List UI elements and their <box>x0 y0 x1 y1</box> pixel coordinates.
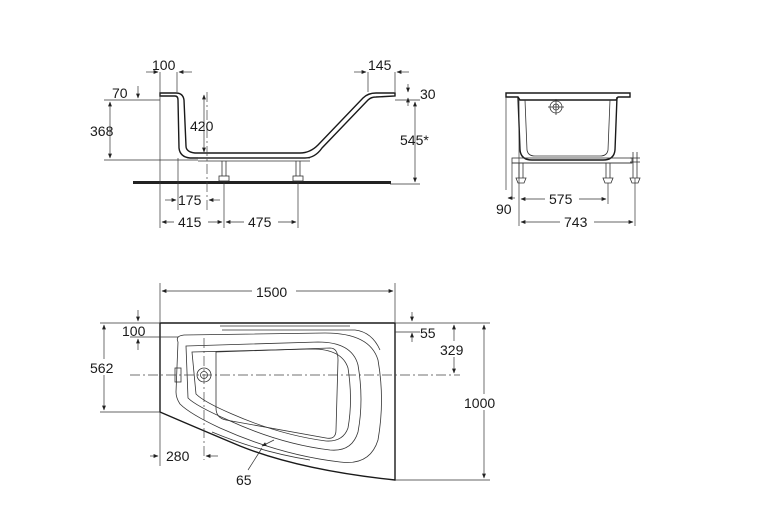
end-dim-743: 743 <box>564 214 588 230</box>
side-dim-30: 30 <box>420 86 436 102</box>
plan-dim-100: 100 <box>122 323 146 339</box>
side-tub-profile <box>159 92 396 159</box>
plan-dim-1000: 1000 <box>464 395 495 411</box>
side-dim-175: 175 <box>178 192 202 208</box>
side-dim-145: 145 <box>368 57 392 73</box>
end-overflow-drain <box>548 99 564 115</box>
side-dim-420: 420 <box>190 118 214 134</box>
side-dim-100: 100 <box>152 57 176 73</box>
plan-basin-outer <box>185 341 362 451</box>
plan-seat-area <box>215 347 339 439</box>
plan-inner-rim <box>175 332 382 463</box>
side-dim-70: 70 <box>112 85 128 101</box>
side-dim-368: 368 <box>90 123 114 139</box>
side-dim-415: 415 <box>178 214 202 230</box>
side-view: 100 145 70 30 368 420 545* 175 415 475 <box>90 57 436 230</box>
floor-line <box>133 181 391 184</box>
plan-view: 1500 100 55 329 562 1000 280 65 <box>88 282 506 488</box>
plan-dim-280: 280 <box>166 448 190 464</box>
side-legs <box>198 157 310 182</box>
plan-dim-562: 562 <box>90 360 114 376</box>
end-basin <box>517 96 618 161</box>
end-feet <box>515 152 641 184</box>
side-dim-475: 475 <box>248 214 272 230</box>
plan-basin-inner <box>191 348 351 442</box>
side-dim-545: 545* <box>400 132 429 148</box>
end-rim <box>505 92 631 101</box>
plan-outer-outline <box>159 322 396 481</box>
end-dim-90: 90 <box>496 201 512 217</box>
plan-dim-1500: 1500 <box>256 284 287 300</box>
plan-dim-65: 65 <box>236 472 252 488</box>
end-view: 90 575 743 <box>496 92 641 230</box>
end-dim-575: 575 <box>549 191 573 207</box>
plan-dim-55: 55 <box>420 325 436 341</box>
plan-dim-329: 329 <box>440 342 464 358</box>
